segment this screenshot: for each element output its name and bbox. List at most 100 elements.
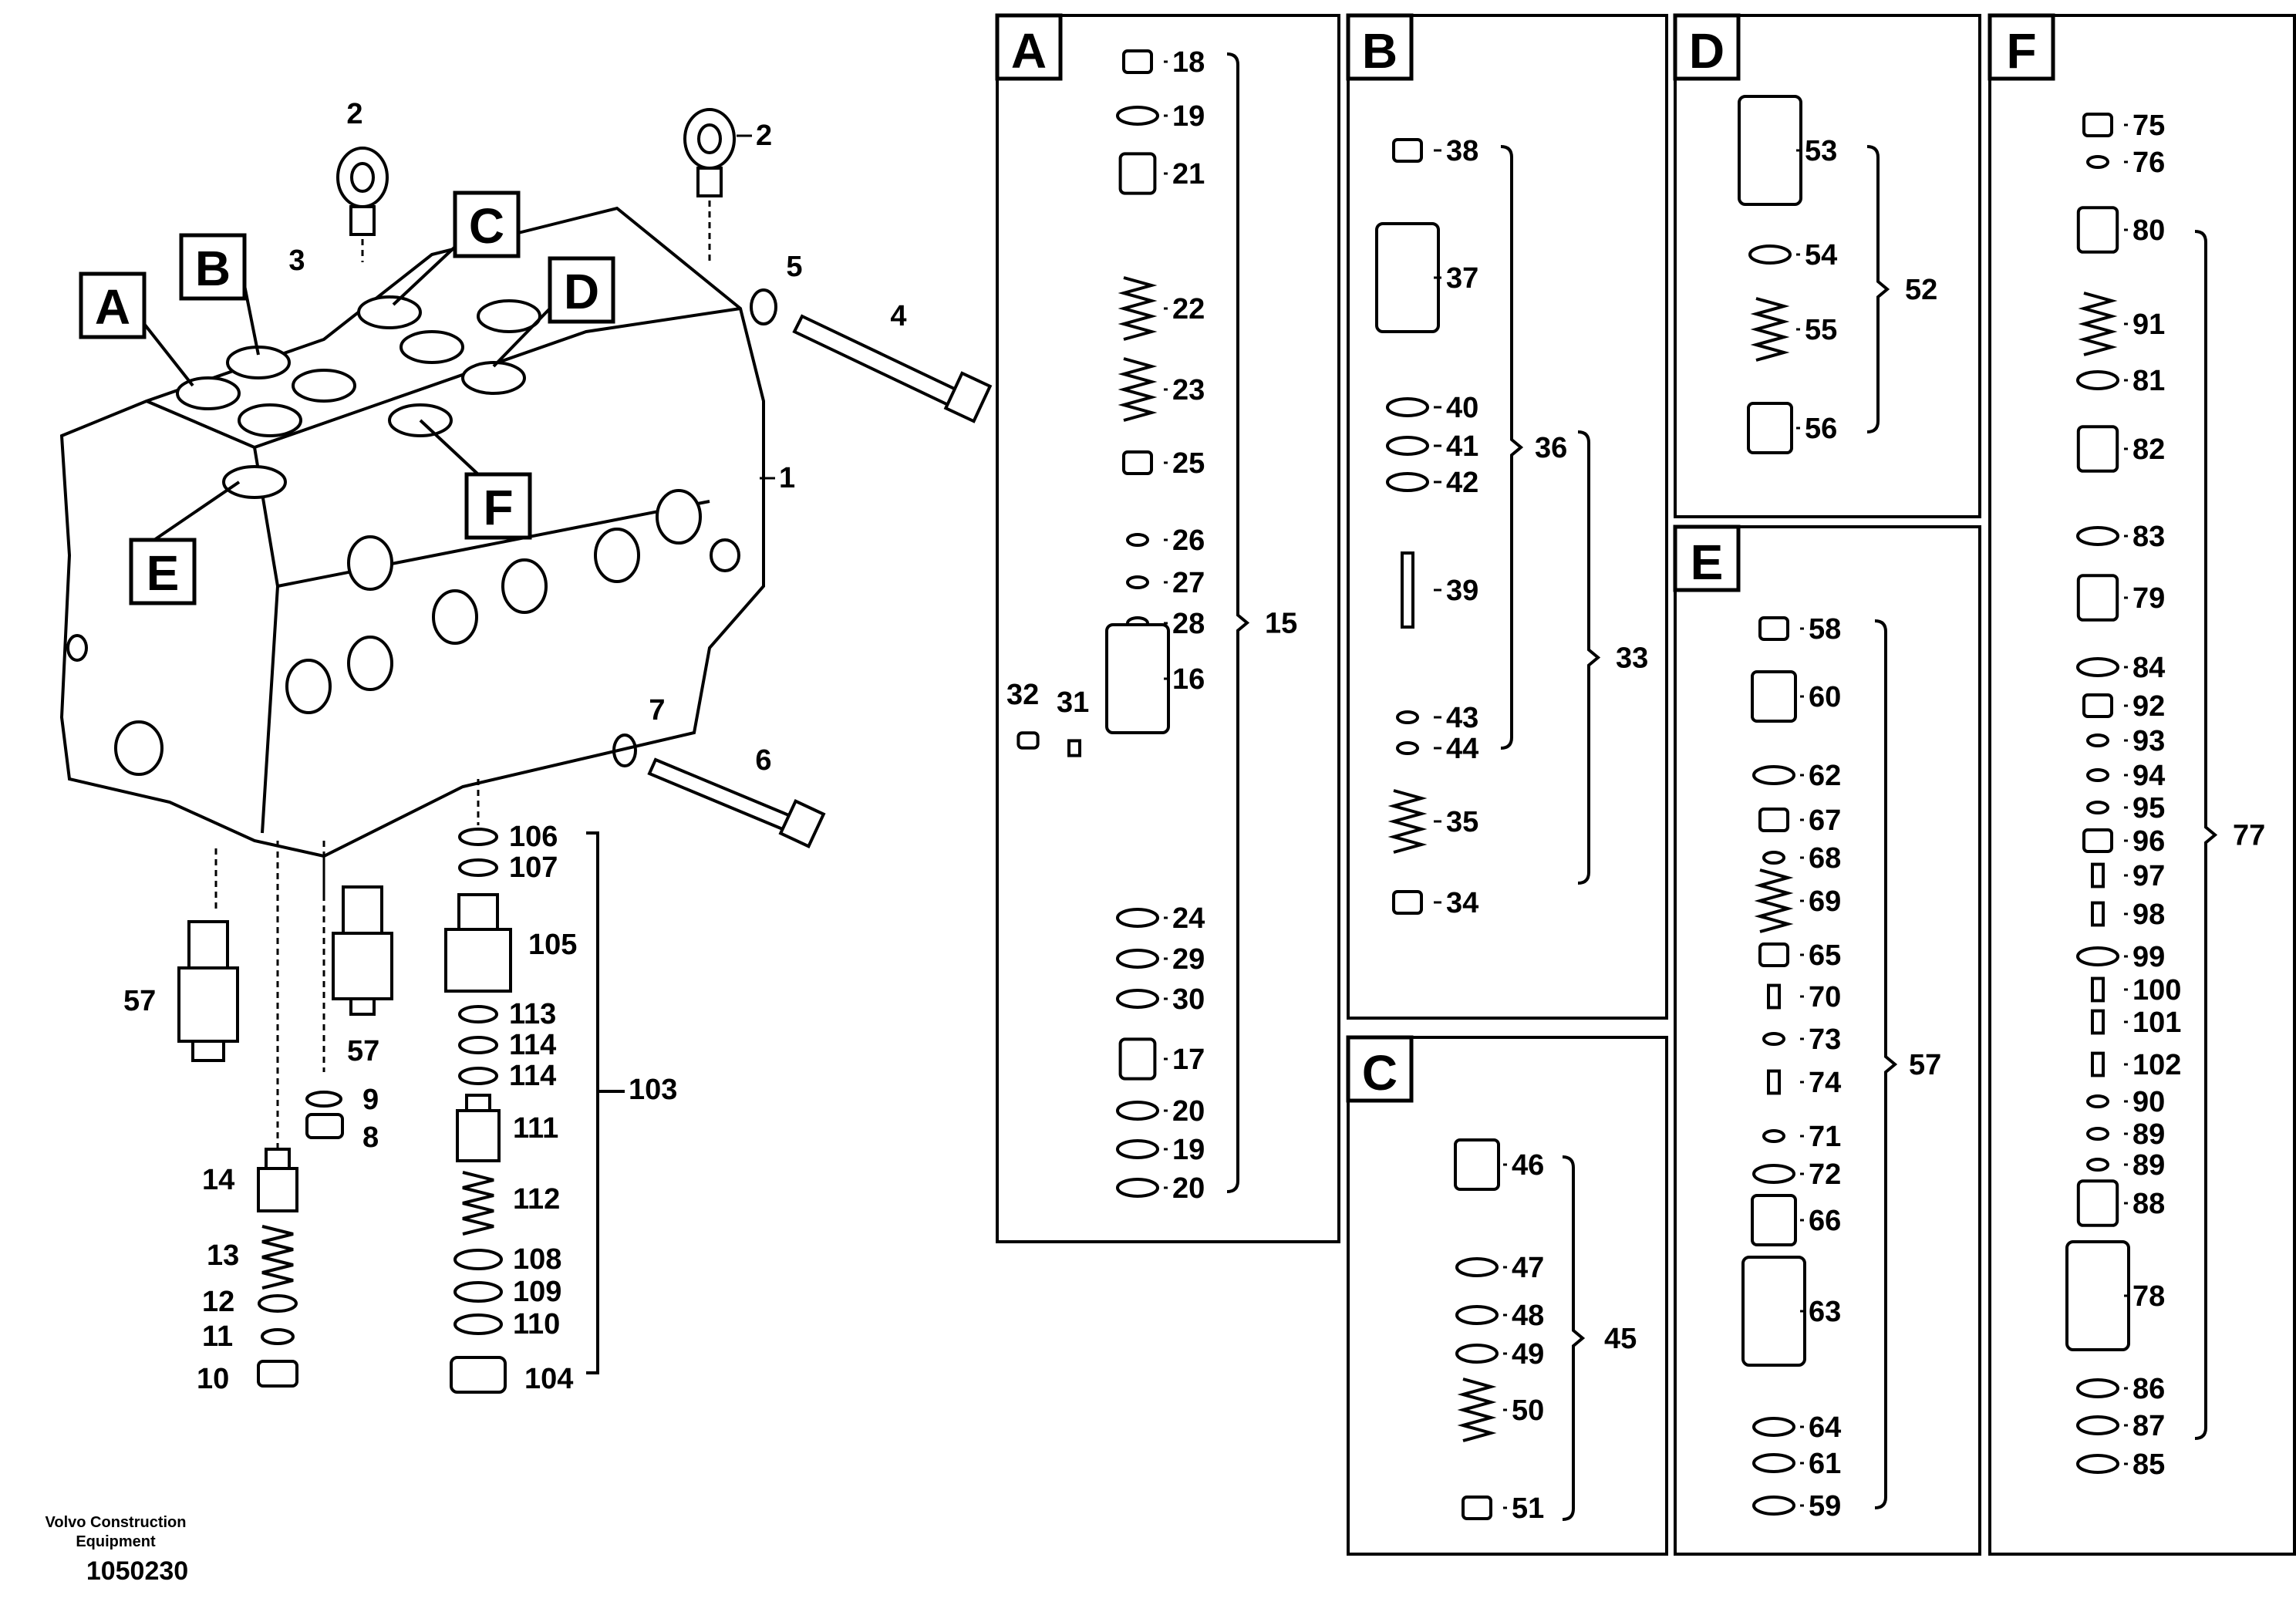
part-58: 58 (1758, 613, 1841, 646)
part-80: 80 (2076, 206, 2165, 254)
part-66: 66 (1751, 1194, 1841, 1246)
part-51: 51 (1462, 1492, 1544, 1525)
part-89: 89 (2086, 1149, 2165, 1182)
panel-F-letter: F (2006, 23, 2036, 79)
part-59: 59 (1752, 1490, 1841, 1523)
credit-line-2: Equipment (76, 1533, 156, 1550)
part-19: 19 (1116, 100, 1205, 133)
part-26: 26 (1126, 524, 1205, 557)
part-64: 64 (1752, 1411, 1841, 1444)
panel-F-frame (1988, 14, 2296, 1556)
part-79: 79 (2076, 574, 2165, 622)
bracket-36-label: 36 (1535, 432, 1567, 464)
part-47: 47 (1455, 1252, 1544, 1284)
part-label-55: 55 (1805, 314, 1837, 346)
bolt-6 (647, 757, 826, 848)
part-17: 17 (1118, 1037, 1205, 1081)
part-label-39: 39 (1446, 575, 1478, 607)
credit-line-1: Volvo Construction (46, 1514, 187, 1531)
part-label-16: 16 (1172, 663, 1205, 696)
part-label-38: 38 (1446, 135, 1478, 167)
part-label-100: 100 (2132, 974, 2181, 1007)
label-107: 107 (509, 851, 558, 884)
callout-A-label: A (95, 279, 130, 335)
part-label-42: 42 (1446, 467, 1478, 499)
part-label-94: 94 (2132, 760, 2165, 792)
callout-A: A (79, 271, 194, 387)
part-65: 65 (1758, 939, 1841, 972)
part-label-49: 49 (1512, 1338, 1544, 1371)
part-102: 102 (2091, 1049, 2181, 1081)
part-100: 100 (2091, 974, 2181, 1007)
part-label-31: 31 (1057, 686, 1089, 719)
part-41: 41 (1386, 430, 1478, 463)
part-label-54: 54 (1805, 239, 1837, 271)
part-19: 19 (1116, 1134, 1205, 1166)
part-70: 70 (1767, 981, 1841, 1013)
part-label-78: 78 (2132, 1280, 2165, 1313)
part-label-19: 19 (1172, 1134, 1205, 1166)
part-label-82: 82 (2132, 433, 2165, 466)
part-label-23: 23 (1172, 374, 1205, 406)
callout-D-label: D (564, 264, 599, 319)
part-label-21: 21 (1172, 158, 1205, 191)
part-20: 20 (1116, 1095, 1205, 1128)
part-39: 39 (1401, 551, 1478, 629)
part-label-40: 40 (1446, 392, 1478, 424)
panel-E-frame (1674, 525, 1981, 1556)
label-110: 110 (513, 1308, 560, 1340)
part-94: 94 (2086, 760, 2165, 792)
part-label-44: 44 (1446, 733, 1478, 765)
part-label-30: 30 (1172, 983, 1205, 1016)
panel-D-parts: 53 54 55 56 (1738, 95, 1837, 454)
part-92: 92 (2082, 690, 2165, 723)
label-57-right: 57 (347, 1035, 379, 1067)
part-55: 55 (1750, 297, 1837, 362)
part-46: 46 (1454, 1138, 1544, 1191)
label-7: 7 (649, 694, 665, 727)
part-101: 101 (2091, 1007, 2181, 1039)
part-43: 43 (1396, 702, 1478, 734)
part-98: 98 (2091, 899, 2165, 931)
part-61: 61 (1752, 1448, 1841, 1480)
part-label-32: 32 (1006, 679, 1039, 711)
part-63: 63 (1741, 1256, 1841, 1367)
part-62: 62 (1752, 760, 1841, 792)
part-label-19: 19 (1172, 100, 1205, 133)
part-label-35: 35 (1446, 806, 1478, 838)
part-label-66: 66 (1809, 1205, 1841, 1237)
label-4: 4 (890, 300, 906, 332)
part-23: 23 (1118, 357, 1205, 422)
o-ring-5 (612, 288, 777, 767)
part-label-83: 83 (2132, 521, 2165, 553)
part-75: 75 (2082, 110, 2165, 142)
label-114-b: 114 (509, 1060, 556, 1092)
bracket-57: 57 (1874, 619, 1941, 1509)
part-label-74: 74 (1809, 1067, 1841, 1099)
callout-B: B (179, 233, 260, 356)
label-11: 11 (202, 1320, 233, 1353)
part-label-24: 24 (1172, 902, 1205, 935)
part-label-95: 95 (2132, 792, 2165, 824)
part-99: 99 (2076, 941, 2165, 973)
part-label-97: 97 (2132, 860, 2165, 892)
part-label-90: 90 (2132, 1086, 2165, 1118)
part-48: 48 (1455, 1300, 1544, 1332)
label-13: 13 (207, 1239, 239, 1272)
panel-F-parts: 7576809181828379849293949596979899100101… (2065, 110, 2181, 1481)
part-42: 42 (1386, 467, 1478, 499)
part-label-27: 27 (1172, 567, 1205, 599)
panel-A-frame (996, 14, 1340, 1243)
part-label-61: 61 (1809, 1448, 1841, 1480)
part-label-25: 25 (1172, 447, 1205, 480)
part-label-50: 50 (1512, 1394, 1544, 1427)
credit-block: Volvo Construction Equipment 1050230 (46, 1514, 189, 1586)
part-label-41: 41 (1446, 430, 1478, 463)
part-34: 34 (1392, 887, 1478, 919)
label-2-left: 2 (346, 98, 362, 130)
part-label-53: 53 (1805, 135, 1837, 167)
part-label-56: 56 (1805, 413, 1837, 445)
part-label-73: 73 (1809, 1023, 1841, 1056)
part-label-71: 71 (1809, 1121, 1841, 1153)
callout-E: E (129, 481, 241, 605)
